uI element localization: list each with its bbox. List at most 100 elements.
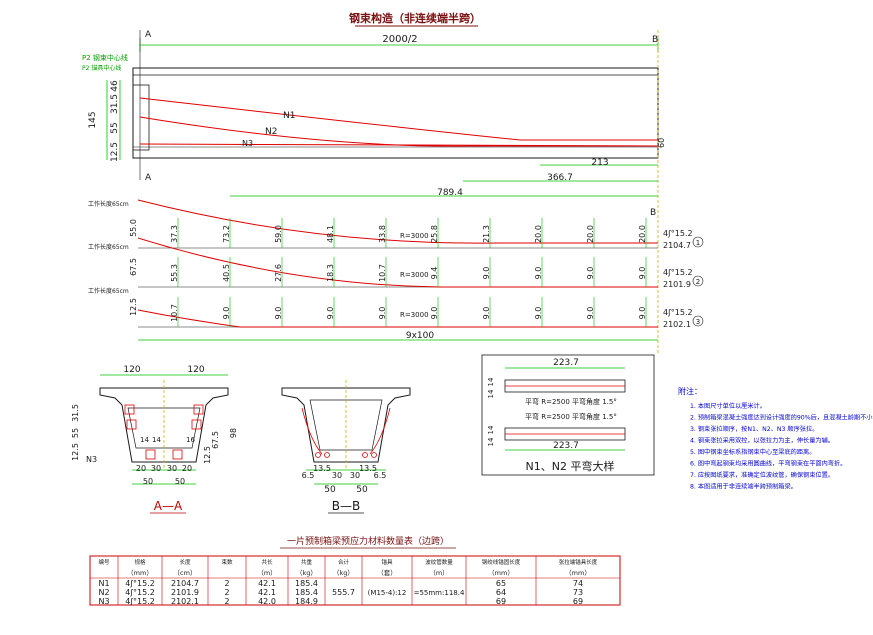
profile-value-1-7: 21.3 xyxy=(482,225,491,243)
table-header-8: 锚具 xyxy=(381,558,393,566)
grid-dim-label: 9x100 xyxy=(406,331,435,341)
aa-box-outline xyxy=(99,387,229,463)
material-table: 一片预制箱梁预应力材料数量表（边跨） 编号规格（mm）长度（cm）束数共长（m）… xyxy=(89,535,621,606)
table-unit-10: （mm） xyxy=(488,569,514,577)
aa-bot-30a: 30 xyxy=(151,464,161,473)
table-frame xyxy=(89,555,621,606)
profile-section-mark-b: B xyxy=(650,208,656,218)
profile-end-spec-2: 4ʃ°15.2 xyxy=(663,268,693,277)
left-dim-145: 145 xyxy=(88,111,98,128)
aa-bot-50b: 50 xyxy=(175,477,185,486)
aa-box-inner xyxy=(127,407,201,449)
aa-duct-1 xyxy=(124,404,135,415)
section-mark-b-top: B xyxy=(652,35,658,45)
table-cell-3-1: N3 xyxy=(98,597,109,606)
profile-end-id-3: 3 xyxy=(696,318,700,326)
profile-end-spec-1: 4ʃ°15.2 xyxy=(663,229,693,238)
table-cell-1-5: 42.1 xyxy=(258,579,276,588)
aa-duct-group xyxy=(124,404,204,460)
notes-heading: 附注： xyxy=(678,386,702,396)
pd-width-bottom: 223.7 xyxy=(553,441,579,451)
bb-bot-50a: 50 xyxy=(324,485,336,495)
plan-detail: 223.7 平弯 R=2500 平弯角度 1.5° 平弯 R=2500 平弯角度… xyxy=(481,354,655,476)
table-merged-duct: =55mm:118.4 xyxy=(414,589,465,597)
bb-duct-4 xyxy=(371,452,377,458)
table-cell-3-3: 2102.1 xyxy=(171,597,199,606)
pd-frame xyxy=(481,354,655,476)
bb-box-inner xyxy=(309,399,383,451)
bb-bot-6-5b: 6.5 xyxy=(374,471,387,480)
profile-value-1-9: 20.0 xyxy=(586,225,595,243)
note-item-2: 2. 预制箱梁混凝土强度达到设计强度的90%后，且混凝土龄期不小于7d时，方可张… xyxy=(690,414,873,422)
tendon-label-n3: N3 xyxy=(242,139,253,148)
left-note-2: P2 锚具中心线 xyxy=(82,64,121,72)
aa-duct-2 xyxy=(126,419,137,430)
table-cell-1-10: 65 xyxy=(496,579,506,588)
table-unit-8: （套） xyxy=(377,568,397,577)
bb-duct-2 xyxy=(324,452,330,458)
pd-width-top: 223.7 xyxy=(553,358,579,368)
profile-value-3-7: 9.0 xyxy=(482,307,491,320)
pd-row-2: 平弯 R=2500 平弯角度 1.5° xyxy=(525,412,617,421)
anchor-block xyxy=(132,84,150,151)
profile-left-label-1: 工作长度65cm xyxy=(88,200,129,208)
table-cell-2-6: 185.4 xyxy=(295,588,318,597)
profile-end-id-2: 2 xyxy=(696,278,700,286)
profile-end-bubble-3 xyxy=(692,315,704,327)
profile-value-1-1: 37.3 xyxy=(170,225,179,243)
table-cell-3-11: 69 xyxy=(573,597,583,606)
left-dim-46: 46 xyxy=(110,80,120,92)
table-cell-1-6: 185.4 xyxy=(295,579,318,588)
table-header-2: 规格 xyxy=(134,558,146,566)
profile-value-3-6: 9.0 xyxy=(430,307,439,320)
profile-curve-3 xyxy=(137,309,658,328)
table-header-4: 束数 xyxy=(221,558,233,566)
aa-duct-6 xyxy=(172,449,183,460)
left-dim-55: 55 xyxy=(110,122,120,133)
aa-right-dim-12-5: 12.5 xyxy=(203,446,212,464)
table-merged-anchor: (M15-4):12 xyxy=(368,589,407,597)
profile-value-3-1: 10.7 xyxy=(170,304,179,322)
profile-end-length-1: 2104.7 xyxy=(663,241,691,250)
aa-side-label: N3 xyxy=(86,455,97,464)
profile-first-value-1: 55.0 xyxy=(129,219,138,237)
profile-value-1-5: 33.8 xyxy=(378,225,387,243)
bb-caption: B—B xyxy=(332,499,360,513)
note-item-8: 8. 本图适用于非连续端半跨预制箱梁。 xyxy=(690,483,797,491)
table-cell-2-11: 73 xyxy=(573,588,583,597)
table-header-1: 编号 xyxy=(98,558,110,566)
table-cell-2-10: 64 xyxy=(496,588,506,597)
note-item-6: 6. 图中弯起钢束均采用圆曲线，平弯钢束在平面内弯折。 xyxy=(690,460,846,468)
table-header-11: 张拉端锚具长度 xyxy=(559,558,598,566)
tendon-n1 xyxy=(139,97,658,141)
pd-left-dim-14d: 14 xyxy=(487,437,495,446)
profile-value-1-4: 48.1 xyxy=(326,225,335,243)
left-dim-31-5: 31.5 xyxy=(110,94,120,114)
profile-value-2-6: 9.4 xyxy=(430,267,439,280)
table-cell-3-2: 4ʃ°15.2 xyxy=(125,597,155,606)
bb-duct-3 xyxy=(362,452,368,458)
profile-end-spec-3: 4ʃ°15.2 xyxy=(663,308,693,317)
profile-value-1-8: 20.0 xyxy=(534,225,543,243)
section-mark-a-bottom: A xyxy=(145,173,152,183)
pd-left-dim-14a: 14 xyxy=(487,377,495,386)
aa-left-dim-12-5: 12.5 xyxy=(71,443,80,461)
note-item-7: 7. 应按图纸要求，准确定位波纹管，确保钢束位置。 xyxy=(690,471,834,479)
bb-tendon-right xyxy=(369,407,391,455)
aa-right-dim-98: 98 xyxy=(229,428,238,438)
tendon-label-n1: N1 xyxy=(283,111,295,121)
profile-left-label-2: 工作长度65cm xyxy=(88,243,129,251)
note-item-3: 3. 钢束张拉顺序，按N1、N2、N3 顺序张拉。 xyxy=(690,425,818,433)
table-cell-3-4: 2 xyxy=(224,597,229,606)
aa-inner-14a: 14 xyxy=(140,436,149,444)
profile-value-2-7: 9.0 xyxy=(482,267,491,280)
profile-value-2-8: 9.0 xyxy=(534,267,543,280)
aa-bot-20b: 20 xyxy=(182,464,192,473)
aa-duct-5 xyxy=(191,419,202,430)
aa-duct-3 xyxy=(145,449,156,460)
left-note-1: P2 钢束中心线 xyxy=(82,53,128,62)
profile-radius-1: R=3000 xyxy=(400,232,429,240)
left-dim-12-5: 12.5 xyxy=(110,142,120,162)
